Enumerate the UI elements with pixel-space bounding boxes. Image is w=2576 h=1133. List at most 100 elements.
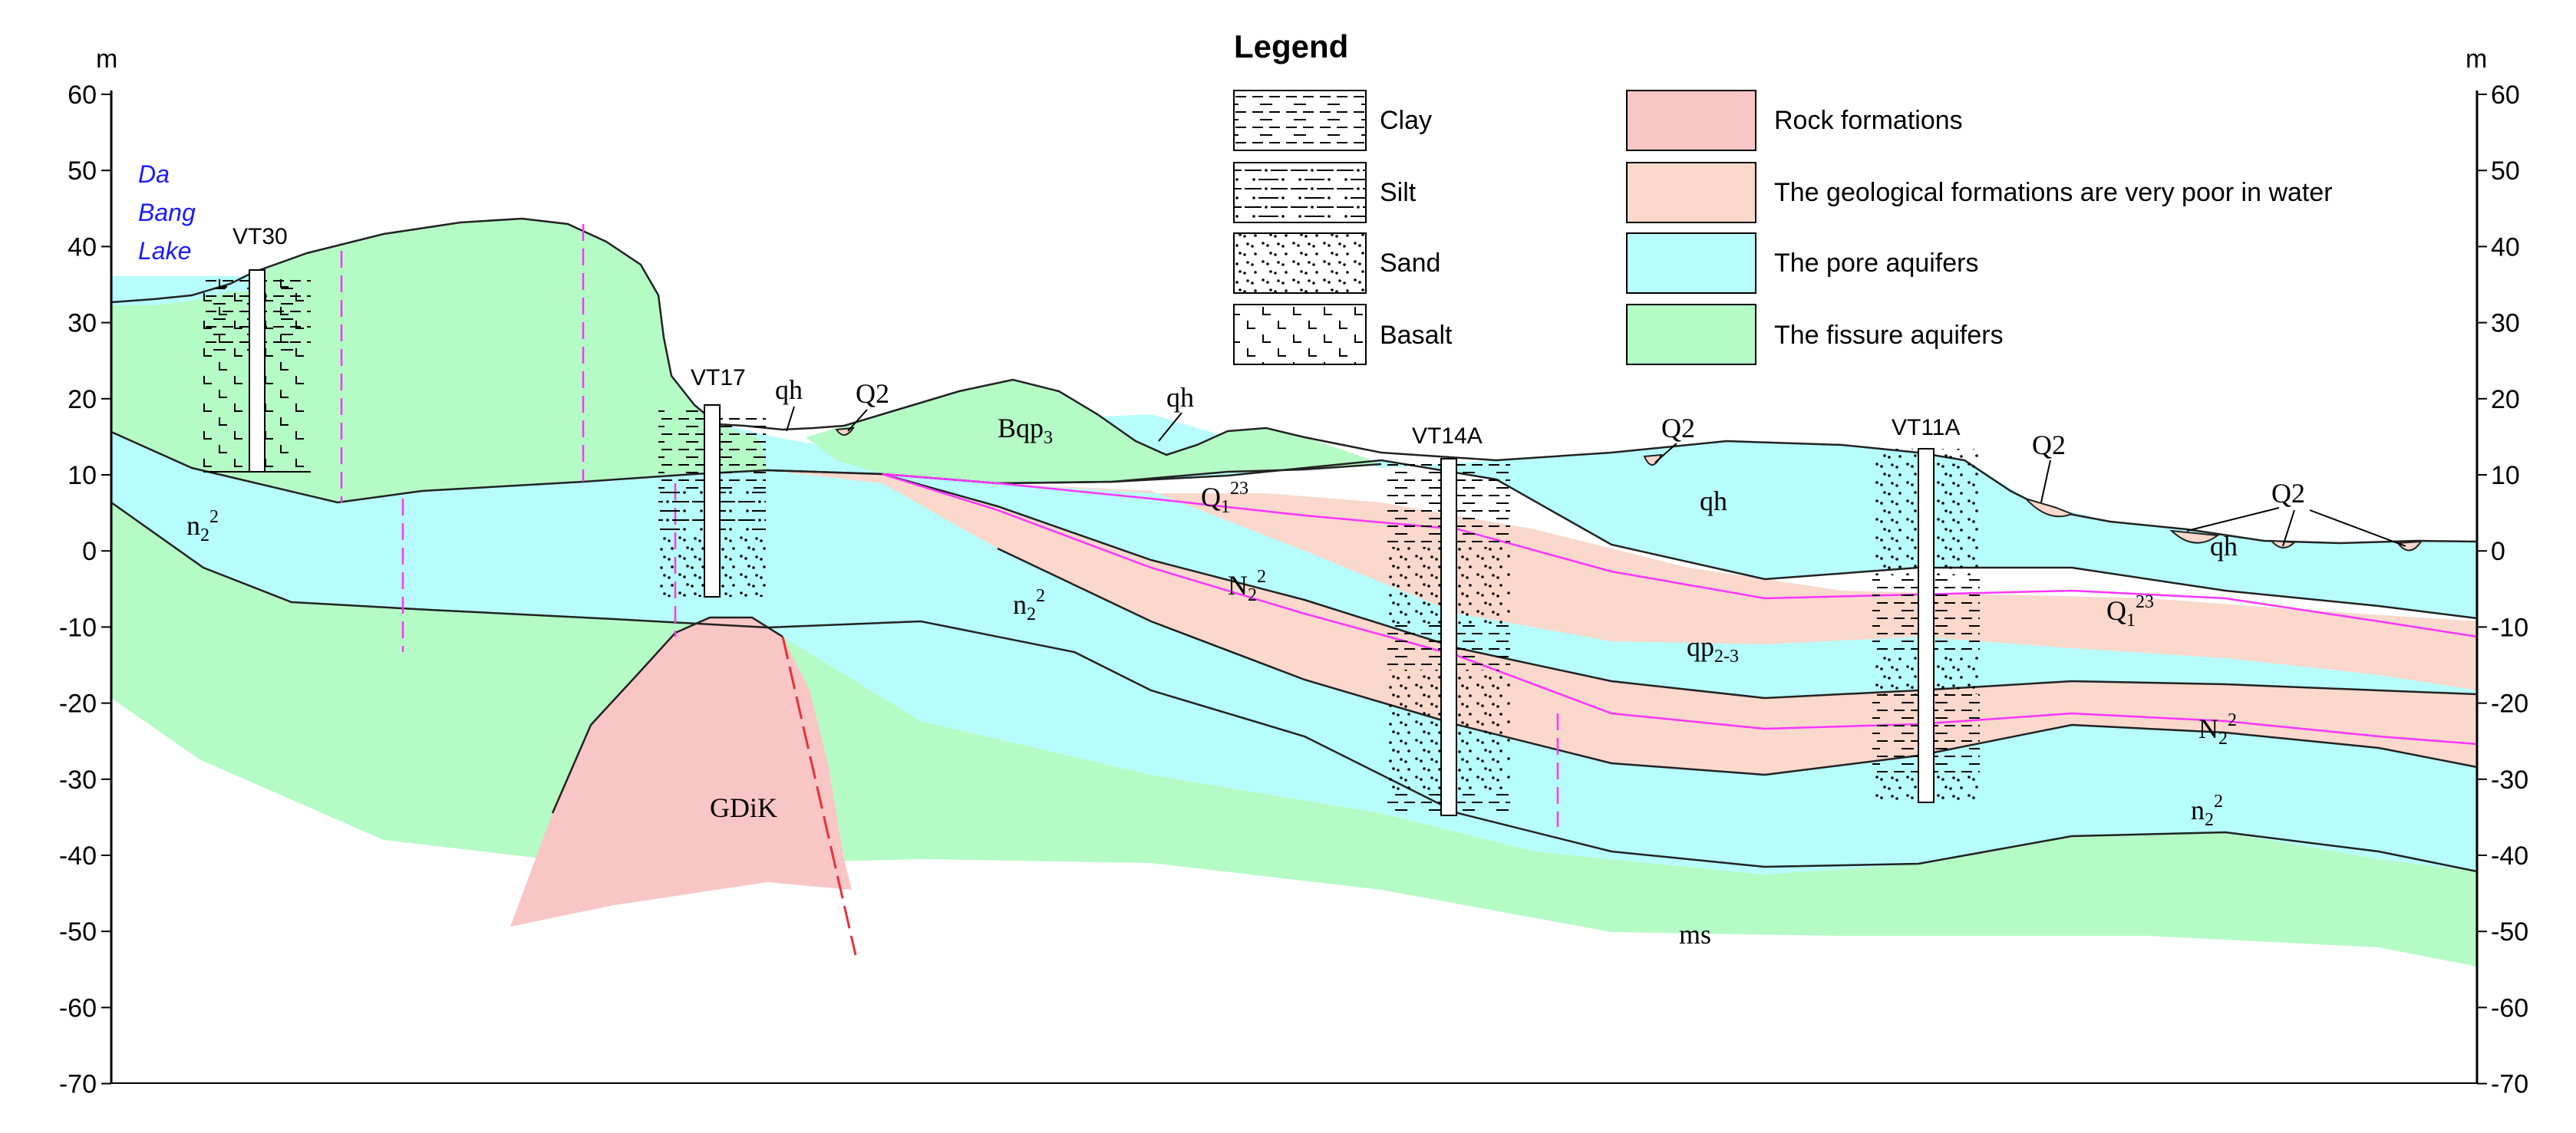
vt14a-sand-right-1 [1456, 547, 1510, 624]
legend-rock-label: Rock formations [1774, 106, 1963, 135]
leader-q2-3 [2040, 459, 2051, 503]
right-tick-label-60: 60 [2491, 81, 2520, 110]
vt14a-clay-left-3 [1387, 792, 1441, 815]
right-tick-label-minus30: -30 [2491, 766, 2528, 795]
right-tick-label-10: 10 [2491, 461, 2520, 490]
label-q2-4: Q2 [2271, 478, 2305, 509]
lake-label-line1: Da [138, 160, 170, 188]
sand-pattern-icon [1233, 232, 1367, 294]
leader-q2-1 [847, 409, 868, 432]
label-ms: ms [1679, 919, 1711, 950]
leader-qh-1 [786, 406, 795, 432]
leader-qh-2 [1158, 412, 1182, 442]
vt11a-sand-left-2 [1872, 656, 1918, 694]
q123-top-magenta-line [882, 473, 2478, 638]
well-label-vt17: VT17 [691, 365, 746, 390]
vt17-sand-right [720, 535, 766, 597]
right-tick-label-minus10: -10 [2491, 613, 2528, 642]
left-tick-label-minus20: -20 [59, 690, 97, 719]
poor-formation-q123-band [882, 474, 2477, 690]
fissure-aquifer-bqp3-hill [806, 380, 1381, 483]
n22-base-boundary-line [110, 501, 768, 629]
legend-sand-label: Sand [1380, 249, 1440, 278]
vt17-silt-right [720, 489, 766, 535]
label-N22-2: N22 [2198, 710, 2237, 749]
left-tick-label-minus70: -70 [59, 1070, 97, 1099]
vt11a-casing [1918, 448, 1934, 803]
poor-formation-n22-band [767, 470, 2477, 775]
vt11a-clay-left-1 [1872, 575, 1918, 656]
vt14a-casing [1440, 458, 1457, 816]
boreholes [203, 269, 1980, 816]
legend-title: Legend [1234, 28, 1348, 64]
label-n22-2: n22 [1013, 586, 1045, 624]
label-q123-2: Q123 [2106, 592, 2154, 631]
red-fault-line [781, 636, 857, 956]
left-tick-label-30: 30 [68, 309, 97, 338]
leader-q2-2 [1654, 443, 1677, 463]
left-tick-label-minus50: -50 [59, 917, 97, 947]
rock-formation-gdik [510, 618, 852, 927]
q2-pocket-6 [2396, 540, 2423, 552]
borehole-vt11a [1872, 448, 1980, 803]
silt-pattern-icon [1233, 162, 1367, 223]
right-tick-label-0: 0 [2491, 537, 2505, 566]
vt14a-clay-left-1 [1387, 459, 1441, 547]
vt11a-clay-right-1 [1934, 575, 1980, 656]
basalt-pattern-icon [1233, 304, 1367, 365]
vt30-clay-top-right [265, 276, 311, 353]
left-axis-unit: m [96, 44, 117, 74]
borehole-vt14a [1387, 458, 1510, 816]
borehole-vt30 [203, 269, 311, 473]
lake-label-line2: Bang [138, 199, 196, 226]
legend-poor: The geological formations are very poor … [1626, 162, 2333, 223]
pore-swatch [1626, 232, 1756, 294]
label-q123-1: Q123 [1201, 479, 1248, 517]
left-tick-label-50: 50 [68, 156, 97, 186]
label-q2-2: Q2 [1661, 413, 1695, 443]
legend-sand: Sand [1233, 232, 1440, 294]
legend-basalt-label: Basalt [1380, 321, 1453, 350]
vt11a-clay-left-2 [1872, 694, 1918, 775]
legend-silt: Silt [1233, 162, 1417, 223]
vt17-clay-right [720, 414, 766, 489]
legend-fissure: The fissure aquifers [1626, 304, 2004, 365]
qp23-base-boundary-line [882, 473, 2478, 700]
left-tick-label-minus30: -30 [59, 766, 97, 795]
q2-pockets [835, 427, 2423, 552]
vt30-casing [249, 269, 266, 473]
legend-silt-label: Silt [1380, 178, 1417, 207]
label-N22-1: N22 [1228, 567, 1266, 605]
left-tick-label-20: 20 [68, 385, 97, 414]
right-tick-label-minus60: -60 [2491, 993, 2528, 1023]
n22-lower-boundary-line [997, 547, 2478, 776]
right-tick-label-minus20: -20 [2491, 690, 2528, 719]
vt14a-sand-right-2 [1456, 670, 1510, 792]
lake-label: Da Bang Lake [138, 160, 196, 265]
well-label-vt14a: VT14A [1412, 423, 1483, 449]
vt17-sand-left [658, 535, 704, 597]
q2-pocket-3 [2023, 496, 2074, 518]
vt14a-sand-left-1 [1387, 547, 1441, 624]
label-q2-1: Q2 [856, 378, 889, 409]
vt11a-sand-right-3 [1934, 775, 1980, 802]
label-qh-3: qh [1700, 486, 1727, 516]
vt30-clay-top-left [203, 276, 249, 353]
clay-pattern-icon [1233, 90, 1367, 151]
right-tick-label-30: 30 [2491, 309, 2520, 338]
label-q2-3: Q2 [2032, 430, 2066, 460]
label-qp23: qp2-3 [1687, 631, 1739, 667]
legend-clay: Clay [1233, 90, 1432, 151]
left-tick-label-10: 10 [68, 461, 97, 490]
legend-rock: Rock formations [1626, 90, 1963, 151]
legend-basalt: Basalt [1233, 304, 1453, 365]
left-tick-label-0: 0 [82, 537, 97, 566]
right-tick-label-50: 50 [2491, 156, 2520, 186]
vt14a-clay-right-1 [1456, 459, 1510, 547]
q2-pocket-2 [1643, 453, 1663, 466]
left-tick-label-40: 40 [68, 232, 97, 262]
vt11a-sand-left-3 [1872, 775, 1918, 802]
